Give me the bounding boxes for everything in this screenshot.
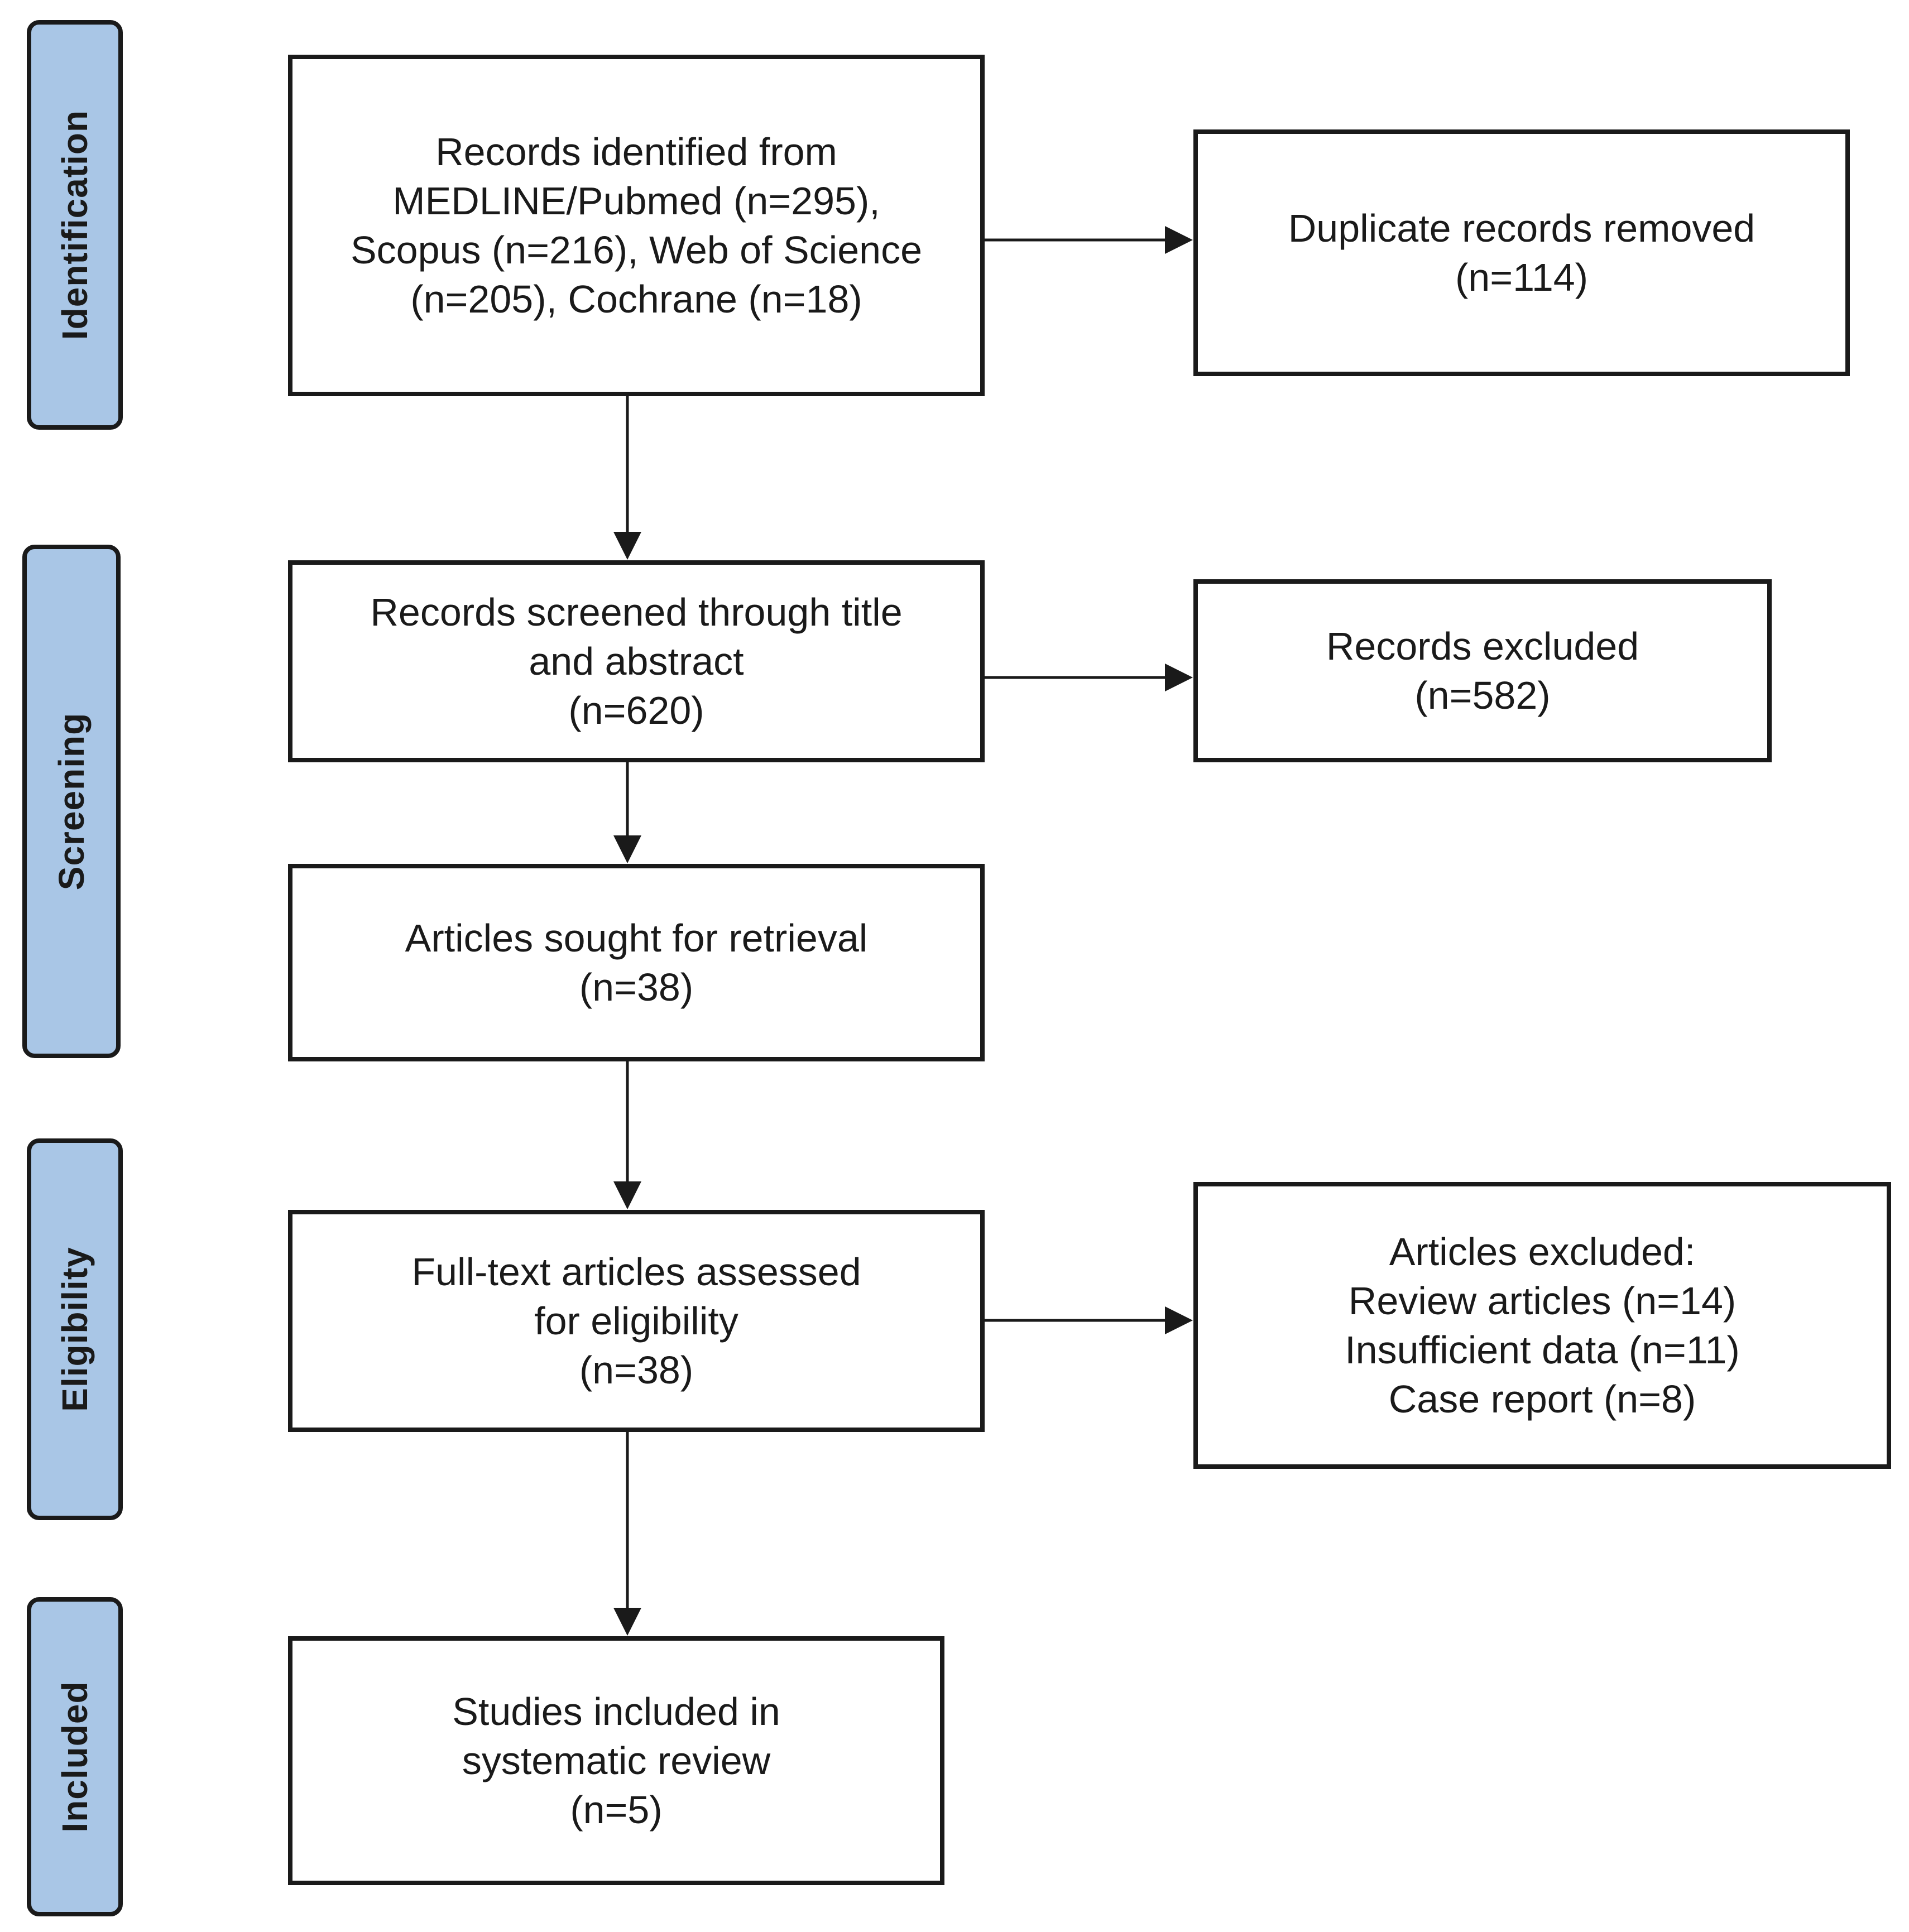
full-text-assessed-box: Full-text articles assessed for eligibil… xyxy=(288,1210,985,1432)
stage-identification-label: Identification xyxy=(55,109,95,340)
box-line: Records screened through title xyxy=(370,590,903,634)
stage-eligibility-label: Eligibility xyxy=(55,1247,95,1412)
records-excluded-box: Records excluded (n=582) xyxy=(1193,579,1772,762)
box-line: systematic review xyxy=(462,1739,771,1782)
stage-included-label: Included xyxy=(55,1681,95,1833)
box-line: Articles excluded: xyxy=(1389,1230,1696,1273)
stage-identification: Identification xyxy=(27,20,123,430)
stage-eligibility: Eligibility xyxy=(27,1138,123,1520)
box-line: Insufficient data (n=11) xyxy=(1345,1328,1740,1372)
records-screened-box: Records screened through title and abstr… xyxy=(288,560,985,762)
box-line: Review articles (n=14) xyxy=(1348,1279,1737,1323)
box-line: and abstract xyxy=(529,640,744,683)
box-line: Case report (n=8) xyxy=(1388,1377,1696,1421)
box-line: (n=38) xyxy=(579,965,694,1009)
box-line: Studies included in xyxy=(452,1690,780,1733)
studies-included-box: Studies included in systematic review (n… xyxy=(288,1636,944,1885)
box-line: Records excluded xyxy=(1326,624,1639,668)
box-line: Duplicate records removed xyxy=(1288,206,1755,250)
records-identified-box: Records identified from MEDLINE/Pubmed (… xyxy=(288,55,985,396)
box-line: (n=205), Cochrane (n=18) xyxy=(410,277,862,321)
stage-screening-label: Screening xyxy=(51,712,92,891)
box-line: Articles sought for retrieval xyxy=(405,916,868,960)
box-line: Full-text articles assessed xyxy=(411,1250,861,1294)
box-line: (n=582) xyxy=(1414,674,1551,717)
box-line: (n=114) xyxy=(1455,256,1589,299)
box-line: (n=38) xyxy=(579,1348,694,1392)
box-line: (n=620) xyxy=(568,689,704,732)
box-line: Records identified from xyxy=(435,130,837,174)
stage-included: Included xyxy=(27,1597,123,1916)
box-line: (n=5) xyxy=(570,1788,663,1832)
box-line: for eligibility xyxy=(534,1299,738,1343)
stage-screening: Screening xyxy=(22,545,121,1058)
box-line: Scopus (n=216), Web of Science xyxy=(350,228,923,272)
articles-excluded-box: Articles excluded: Review articles (n=14… xyxy=(1193,1182,1891,1469)
duplicates-removed-box: Duplicate records removed (n=114) xyxy=(1193,129,1850,376)
box-line: MEDLINE/Pubmed (n=295), xyxy=(392,179,880,223)
sought-retrieval-box: Articles sought for retrieval (n=38) xyxy=(288,864,985,1061)
